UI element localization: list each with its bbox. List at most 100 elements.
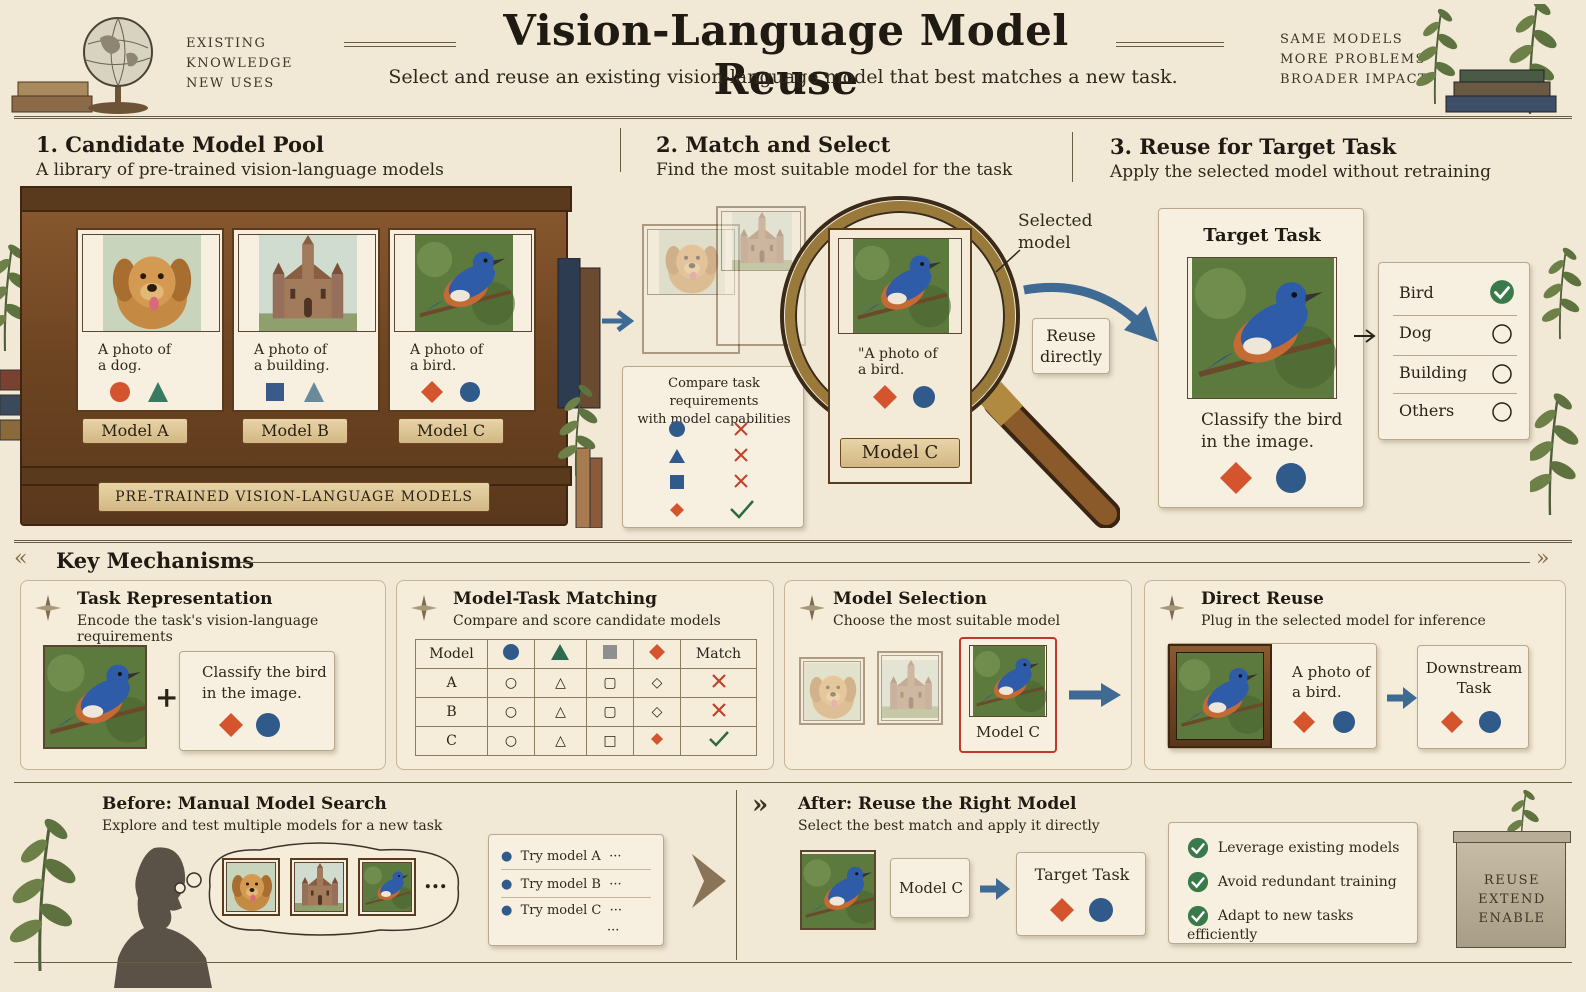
selected-bird-image (969, 645, 1047, 717)
circle-feature-icon (503, 644, 519, 660)
cross-icon (711, 703, 726, 717)
selected-model-card[interactable]: Model C (959, 637, 1057, 753)
checkmark-icon (708, 731, 729, 747)
target-bird-image (1187, 257, 1337, 399)
square-feature-icon (602, 645, 617, 659)
option-building[interactable]: Building (1399, 363, 1519, 384)
curved-arrow-icon (1023, 283, 1158, 342)
cross-icon (711, 674, 726, 688)
title-rule-right-2 (1116, 46, 1224, 47)
thought-ellipsis: ... (424, 868, 447, 894)
head-match: Match (680, 639, 757, 669)
compass-icon (35, 595, 61, 621)
after-model-card: Model C (890, 858, 970, 918)
dog-image (82, 234, 220, 332)
after-title: After: Reuse the Right Model (798, 794, 1077, 814)
compass-icon (1159, 595, 1185, 621)
task-representation-panel: Task Representation Encode the task's vi… (20, 580, 386, 770)
before-subtitle: Explore and test multiple models for a n… (102, 818, 443, 834)
empty-radio-icon (1492, 402, 1512, 422)
globe-books-icon (11, 17, 153, 114)
target-features (1220, 462, 1306, 494)
card-a-features (110, 382, 168, 402)
arrow-right-icon (1387, 687, 1417, 709)
step-divider-2 (1072, 132, 1073, 182)
left-tagline: EXISTING KNOWLEDGE NEW USES (186, 36, 294, 91)
selection-title: Model Selection (833, 589, 987, 609)
empty-radio-icon (1492, 364, 1512, 384)
reuse-features (1293, 711, 1355, 733)
option-others[interactable]: Others (1399, 401, 1519, 422)
compass-icon (411, 595, 437, 621)
matching-subtitle: Compare and score candidate models (453, 613, 721, 629)
lens-bird-image (838, 238, 962, 334)
right-plant-icon (1530, 244, 1585, 517)
try-more: ··· (607, 923, 620, 938)
books-plant-icon (1412, 4, 1561, 114)
lens-features (873, 385, 935, 409)
diamond-feature-icon (650, 733, 663, 745)
title-rule-left (344, 42, 456, 43)
matching-table: Model Match A ○△▢◇ B ○△▢◇ C ○△□ (415, 639, 757, 756)
bottom-rule (14, 962, 1572, 963)
arrow-right-icon (1069, 683, 1121, 707)
thought-card-building (290, 858, 348, 916)
plus-icon: + (155, 681, 179, 714)
option-bird[interactable]: Bird (1399, 279, 1519, 305)
building-image (238, 234, 376, 332)
double-chevron-right-icon: » (1536, 546, 1550, 571)
task-rep-title: Task Representation (77, 589, 273, 609)
try-item: ● Try model B ··· (501, 877, 622, 892)
table-row: C ○△□ (415, 726, 757, 756)
after-target-card: Target Task (1016, 852, 1146, 936)
before-after-divider (736, 790, 737, 960)
reuse-subtitle: Plug in the selected model for inference (1201, 613, 1486, 629)
model-c-plate: Model C (398, 418, 504, 444)
task-note-features (219, 713, 280, 737)
table-row: B ○△▢◇ (415, 697, 757, 727)
title-rule-right (1116, 42, 1224, 43)
reuse-bird-image (1176, 652, 1264, 740)
table-row: A ○△▢◇ (415, 668, 757, 698)
page-subtitle: Select and reuse an existing vision-lang… (388, 66, 1178, 88)
check-icon (1187, 837, 1209, 859)
option-dog[interactable]: Dog (1399, 323, 1519, 344)
before-after-rule (14, 782, 1572, 783)
step3-title: 3. Reuse for Target Task (1110, 134, 1397, 159)
title-rule-left-2 (344, 46, 456, 47)
header-divider (14, 116, 1572, 119)
shelf-books-icon (556, 258, 603, 528)
after-bird-image (800, 850, 876, 930)
model-a-plate: Model A (82, 418, 188, 444)
direct-reuse-panel: Direct Reuse Plug in the selected model … (1144, 580, 1566, 770)
empty-radio-icon (1492, 324, 1512, 344)
shelf-label: PRE-TRAINED VISION-LANGUAGE MODELS (98, 482, 490, 512)
compare-list (669, 421, 754, 519)
check-icon (1489, 279, 1515, 305)
try-list-card: ● Try model A ··· ● Try model B ··· ● Tr… (488, 834, 664, 946)
benefit-item: Avoid redundant training (1187, 871, 1397, 893)
check-icon (1187, 905, 1209, 927)
compass-icon (799, 595, 825, 621)
check-icon (1187, 871, 1209, 893)
step1-title: 1. Candidate Model Pool (36, 132, 324, 157)
chevrons-icon: » (752, 790, 769, 820)
class-options-card: Bird Dog Building Others (1378, 262, 1530, 440)
after-subtitle: Select the best match and apply it direc… (798, 818, 1100, 834)
small-arrow-icon (1354, 329, 1376, 343)
step1-subtitle: A library of pre-trained vision-language… (36, 160, 444, 180)
arrow-right-icon (602, 310, 635, 332)
